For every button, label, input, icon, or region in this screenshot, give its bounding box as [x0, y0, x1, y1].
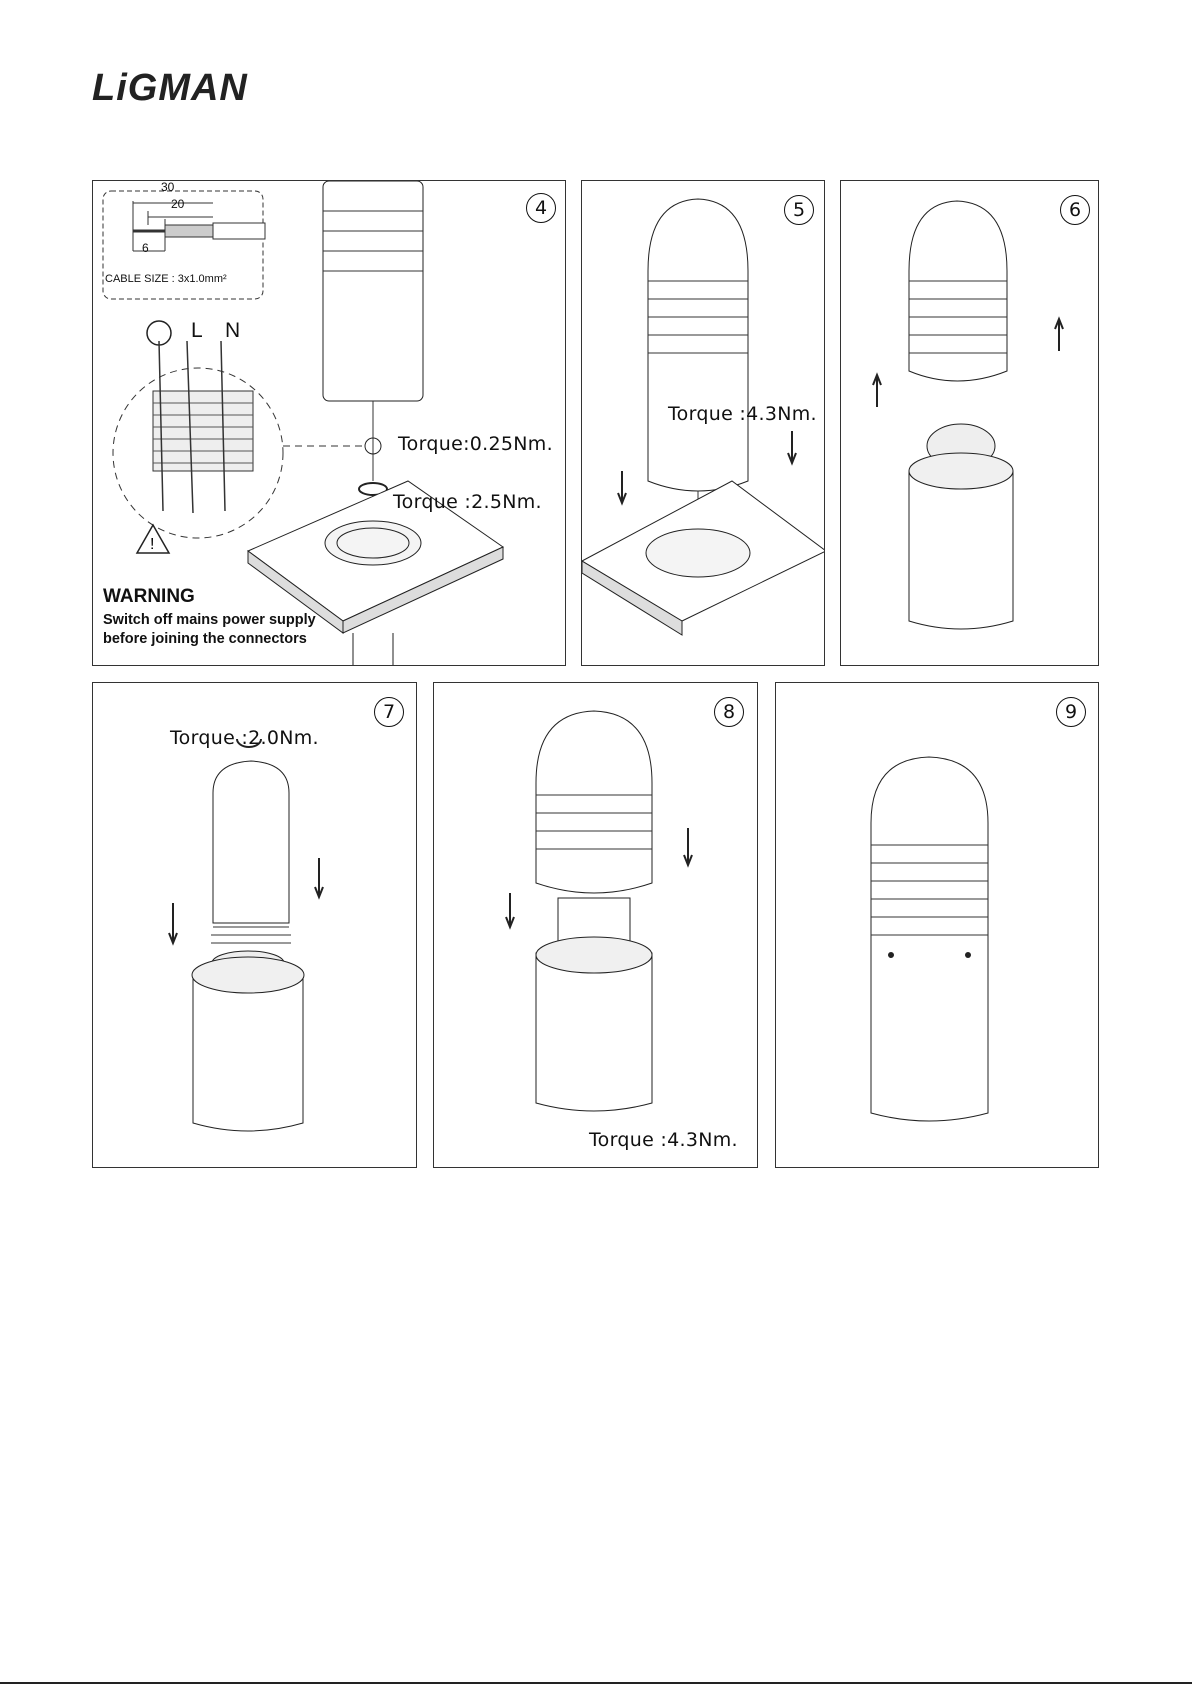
dim-30: 30 [161, 180, 174, 194]
step-8-illustration [434, 683, 758, 1168]
live-label: L [191, 319, 203, 343]
step-4-panel: ! 30 20 6 CABLE SIZE : 3x1.0mm² ⏚ L N WA… [92, 180, 566, 666]
step-number: 7 [374, 697, 404, 727]
warning-line-1: Switch off mains power supply [103, 611, 316, 630]
logo-text: LiGMAN [92, 67, 248, 106]
footer-rule [0, 1682, 1192, 1684]
neutral-label: N [225, 319, 240, 343]
step-number: 5 [784, 195, 814, 225]
step-number: 4 [526, 193, 556, 223]
torque-label: Torque :4.3Nm. [589, 1129, 738, 1151]
torque-label: Torque :4.3Nm. [668, 403, 817, 425]
cable-size-label: CABLE SIZE : 3x1.0mm² [105, 273, 227, 285]
step-5-panel: 5 Torque :4.3Nm. [581, 180, 825, 666]
svg-text:!: ! [150, 536, 154, 553]
warning-title: WARNING [103, 586, 195, 608]
step-7-illustration [93, 683, 417, 1168]
step-6-illustration [841, 181, 1099, 666]
torque-label: Torque :2.5Nm. [393, 491, 542, 513]
warning-text: Switch off mains power supply before joi… [103, 611, 316, 649]
step-6-panel: 6 [840, 180, 1099, 666]
dim-6: 6 [142, 241, 149, 255]
step-9-panel: 9 [775, 682, 1099, 1168]
torque-label: Torque :2.0Nm. [170, 727, 319, 749]
ligman-logo: LiGMAN [92, 66, 312, 106]
warning-line-2: before joining the connectors [103, 630, 316, 649]
step-number: 8 [714, 697, 744, 727]
step-number: 9 [1056, 697, 1086, 727]
step-8-panel: 8 Torque :4.3Nm. [433, 682, 758, 1168]
dim-20: 20 [171, 197, 184, 211]
step-number: 6 [1060, 195, 1090, 225]
torque-label: Torque:0.25Nm. [398, 433, 553, 455]
step-7-panel: 7 Torque :2.0Nm. [92, 682, 417, 1168]
step-9-illustration [776, 683, 1099, 1168]
